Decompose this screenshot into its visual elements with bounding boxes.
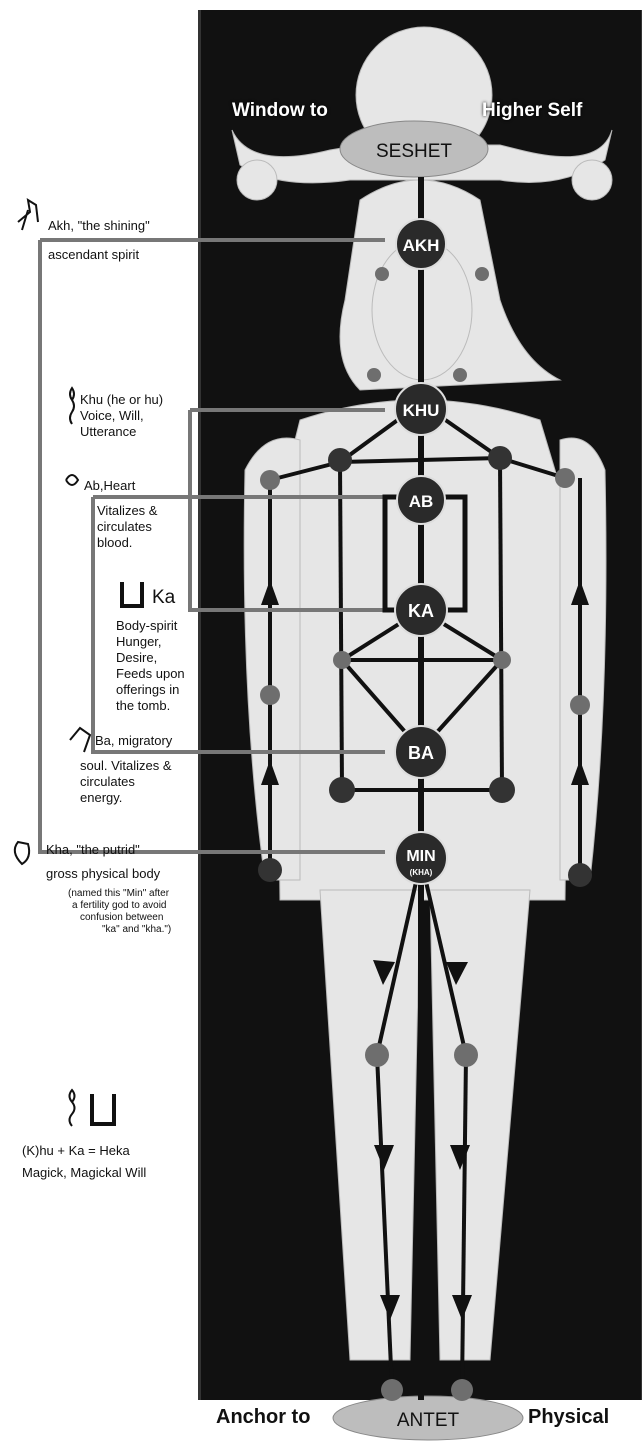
min-node-sublabel: (KHA): [410, 868, 433, 877]
right-arm: [560, 438, 606, 880]
heka-annotation-line1: (K)hu + Ka = Heka: [22, 1143, 130, 1159]
ab-node-label: AB: [409, 492, 434, 511]
hu-glyph: [70, 1090, 75, 1126]
ibis-glyph-akh: [18, 200, 38, 230]
ka-arms-glyph: [122, 582, 142, 606]
horn-left-ball: [237, 160, 277, 200]
khu-node-label: KHU: [403, 401, 440, 420]
ka-annotation-line1: Body-spirit: [116, 618, 177, 634]
akh-annotation-title: Akh, "the shining": [48, 218, 150, 234]
khu-annotation-line2: Voice, Will,: [80, 408, 144, 424]
window-to-label: Window to: [232, 100, 328, 122]
khu-glyph: [70, 388, 74, 424]
ba-annotation-title: Ba, migratory: [95, 733, 172, 749]
ka-annotation-line2: Hunger,: [116, 634, 162, 650]
ba-annotation-line2: soul. Vitalizes &: [80, 758, 172, 774]
heka-annotation-line2: Magick, Magickal Will: [22, 1165, 146, 1181]
anchor-to-label: Anchor to: [216, 1406, 310, 1429]
antet-label: ANTET: [397, 1410, 460, 1431]
ab-annotation-title: Ab,Heart: [84, 478, 135, 494]
kha-note-line3: confusion between: [80, 912, 163, 924]
ka-annotation-line6: the tomb.: [116, 698, 170, 714]
horn-right-ball: [572, 160, 612, 200]
physical-label: Physical: [528, 1406, 609, 1429]
kha-annotation-line2: gross physical body: [46, 866, 160, 882]
ka-annotation-title: Ka: [152, 590, 175, 606]
ab-heart-glyph: [66, 475, 78, 485]
ka-annotation-line5: offerings in: [116, 682, 179, 698]
left-leg: [320, 890, 420, 1360]
ba-annotation-line4: energy.: [80, 790, 122, 806]
ka-annotation-line3: Desire,: [116, 650, 157, 666]
min-node-label: MIN: [406, 848, 435, 865]
khu-annotation-line3: Utterance: [80, 424, 136, 440]
higher-self-label: Higher Self: [482, 100, 582, 122]
ka-annotation-line4: Feeds upon: [116, 666, 185, 682]
ab-annotation-line2: Vitalizes &: [97, 503, 157, 519]
left-arm: [244, 438, 300, 880]
kha-note-line1: (named this "Min" after: [68, 888, 169, 900]
ab-annotation-line3: circulates: [97, 519, 152, 535]
kha-glyph: [15, 842, 29, 864]
heka-ka-glyph: [92, 1094, 114, 1124]
kha-note-line4: "ka" and "kha."): [102, 924, 171, 936]
ka-node-label: KA: [408, 601, 434, 621]
ba-bird-glyph: [70, 728, 90, 752]
ab-annotation-line4: blood.: [97, 535, 132, 551]
khu-annotation-title: Khu (he or hu): [80, 392, 163, 408]
akh-node-label: AKH: [403, 236, 440, 255]
ba-node-label: BA: [408, 743, 434, 763]
kha-annotation-title: Kha, "the putrid": [46, 842, 140, 858]
kha-note-line2: a fertility god to avoid: [72, 900, 167, 912]
ba-annotation-line3: circulates: [80, 774, 135, 790]
akh-annotation-desc: ascendant spirit: [48, 247, 139, 263]
seshet-label: SESHET: [376, 141, 452, 162]
